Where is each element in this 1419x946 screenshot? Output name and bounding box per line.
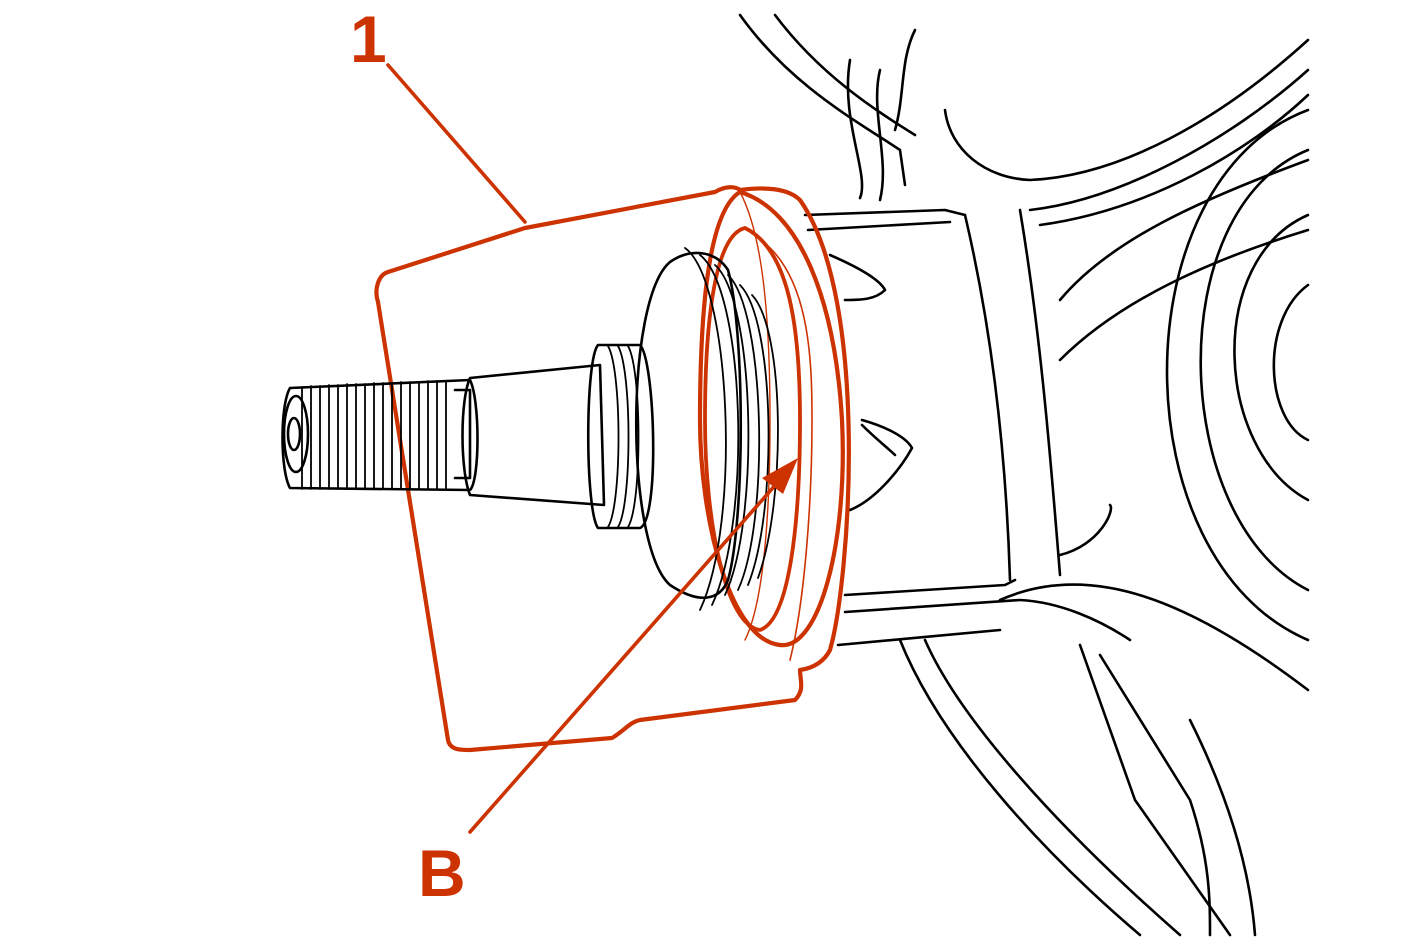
tool-ring-inner: [703, 226, 802, 632]
stud-collar: [586, 343, 655, 530]
tool-ring-outer: [697, 189, 845, 648]
installer-tool: [374, 185, 851, 753]
stud-end-face: [282, 394, 310, 474]
callout-label-1: 1: [350, 2, 387, 76]
callout-1: 1: [350, 2, 527, 224]
tool-ring-thin: [754, 235, 813, 661]
tool-ring-lip: [739, 191, 771, 641]
tool-body-outline: [374, 185, 851, 753]
callout-B: B: [418, 458, 798, 910]
ball-joint-stud: [281, 247, 779, 611]
callout-label-B: B: [418, 836, 466, 910]
leader-line-1: [386, 63, 527, 224]
leader-line-B: [468, 480, 780, 834]
stud-shank: [461, 363, 606, 507]
knuckle-linework: [738, 13, 1310, 937]
stud-hex-socket: [286, 416, 302, 452]
dust-boot: [634, 251, 743, 600]
arrowhead-B: [762, 458, 798, 494]
stud-thread: [281, 378, 479, 492]
